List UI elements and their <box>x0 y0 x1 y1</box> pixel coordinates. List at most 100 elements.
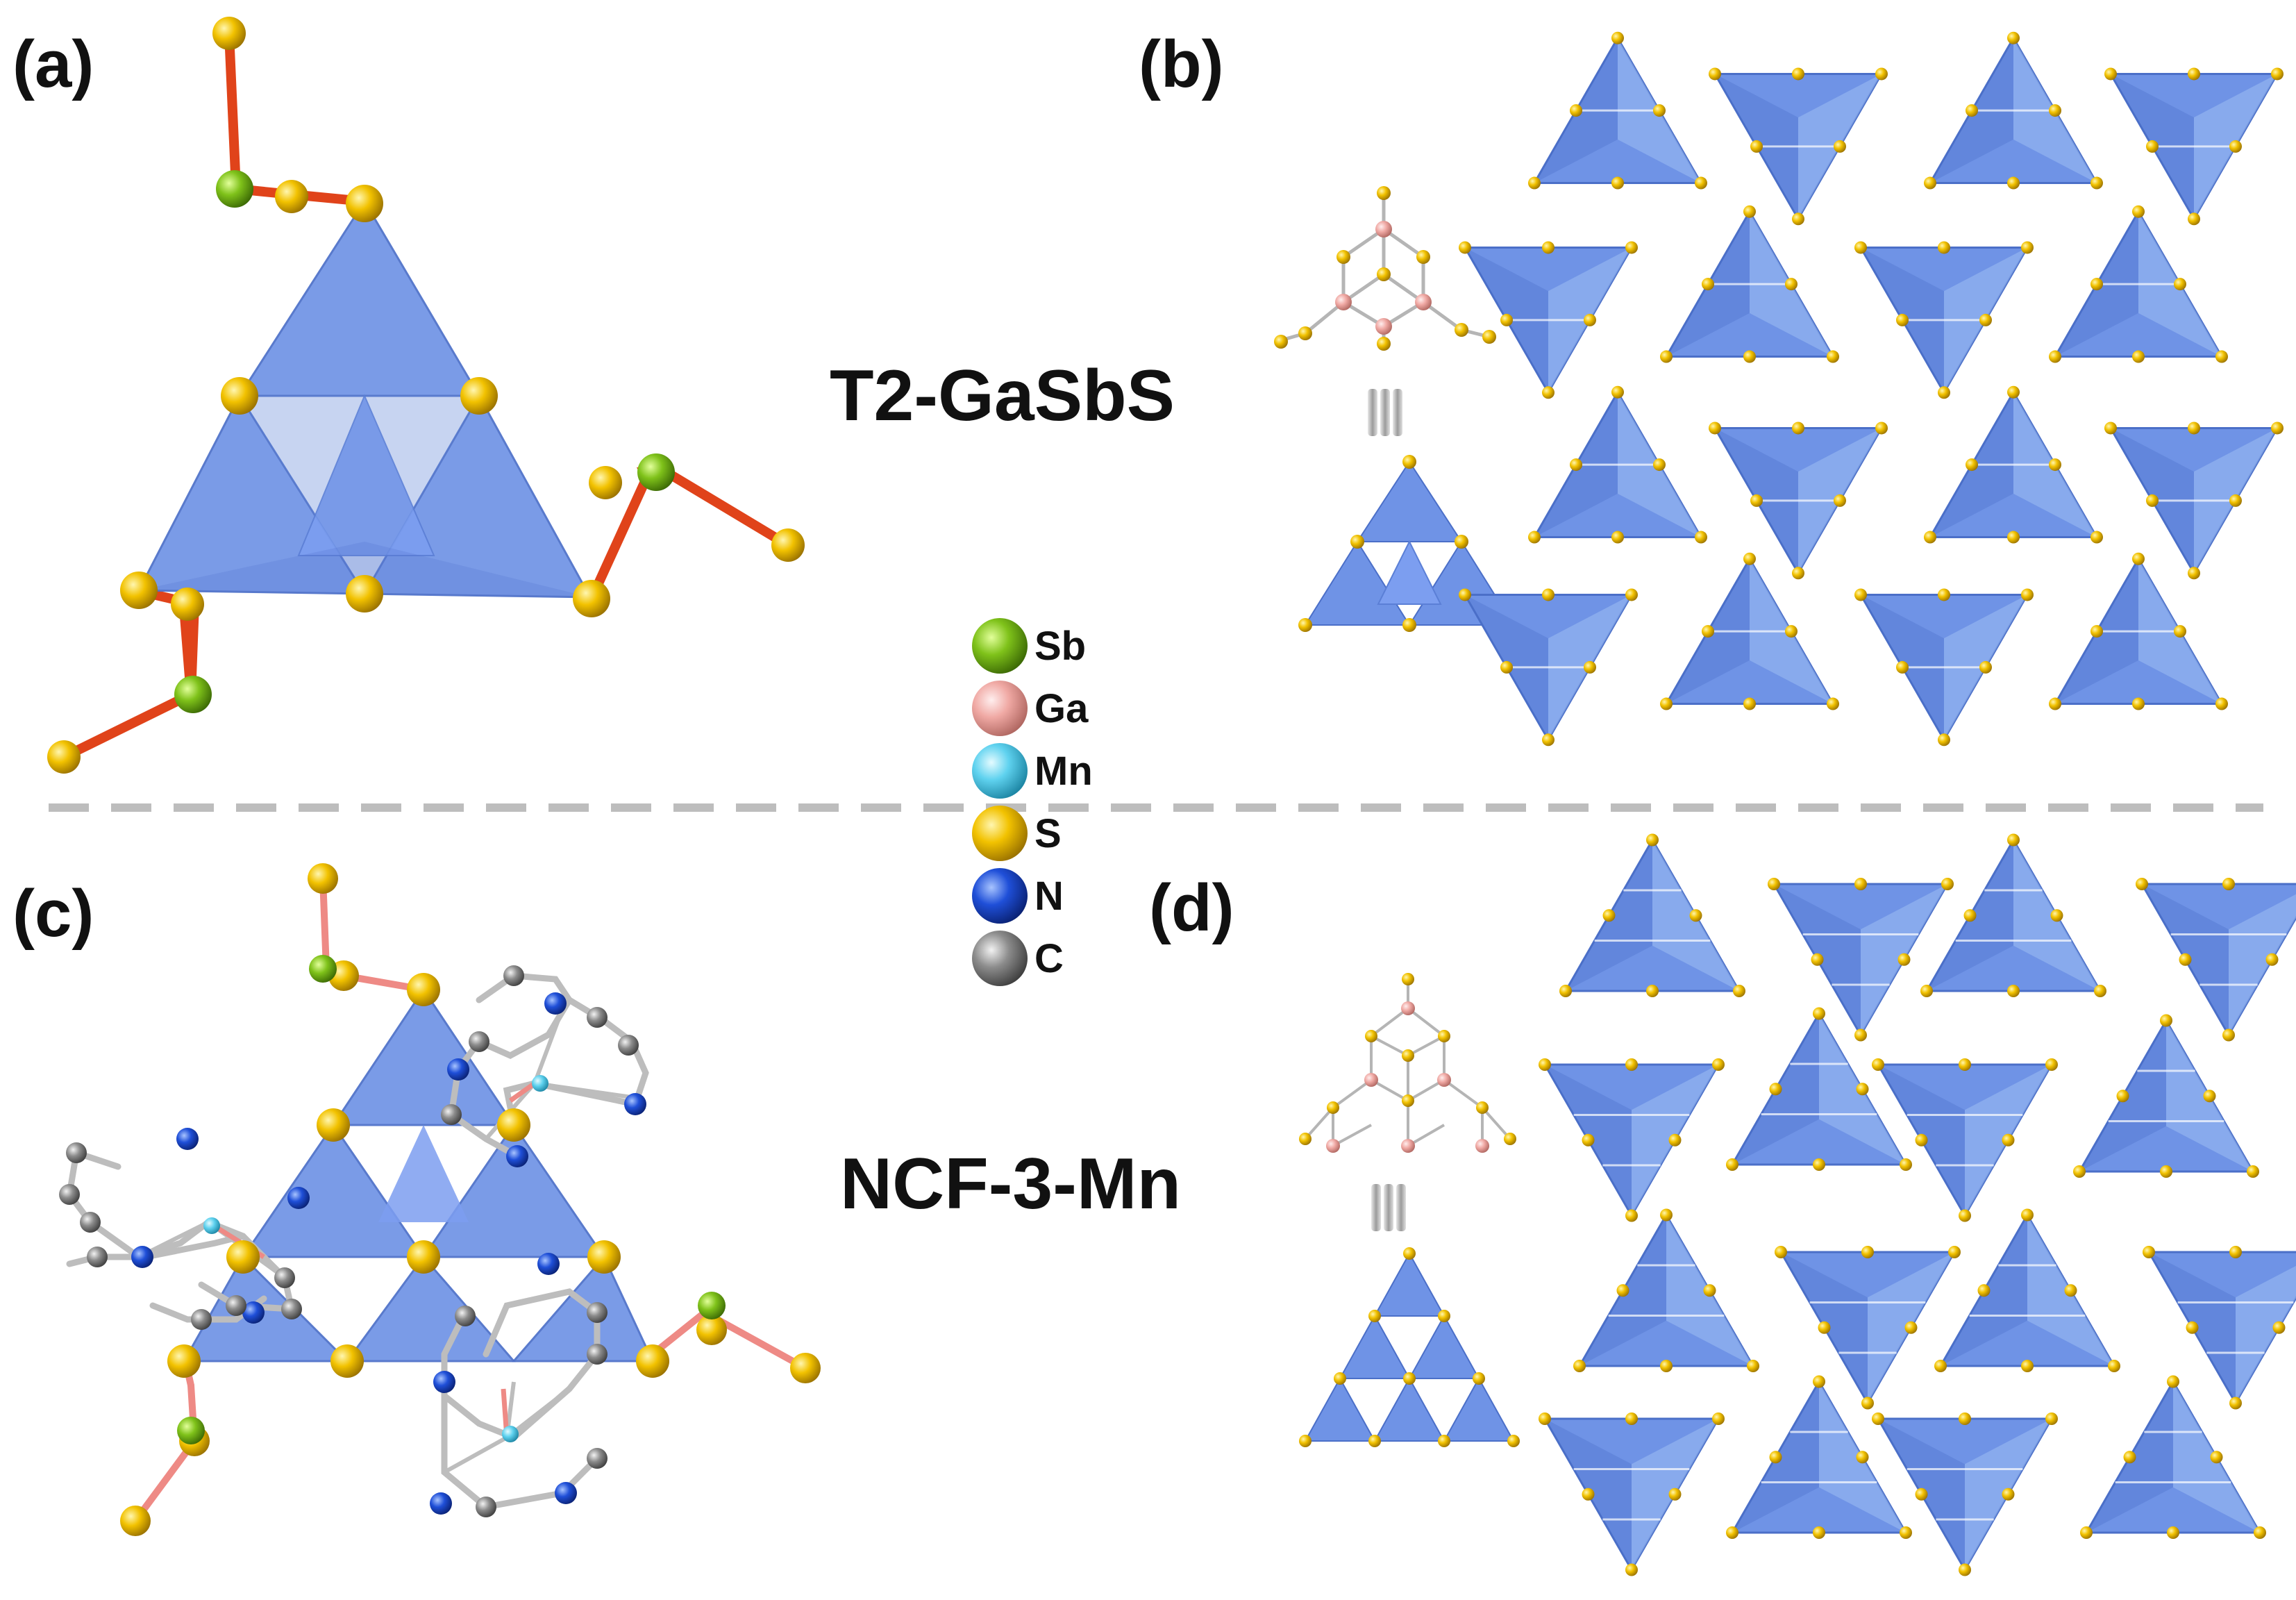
framework-cluster <box>2080 1375 2266 1539</box>
sulfur-atom <box>2002 1488 2015 1501</box>
sulfur-atom <box>2090 625 2103 638</box>
sulfur-atom <box>1625 588 1638 601</box>
legend-label: Sb <box>1034 624 1086 669</box>
sulfur-atom <box>2167 1526 2179 1539</box>
sulfur-atom <box>1769 1083 1782 1096</box>
sulfur-atom <box>1897 953 1911 966</box>
sulfur-atom <box>1689 909 1702 922</box>
sulfur-atom <box>1747 1360 1759 1372</box>
sulfur-atom <box>1768 878 1780 890</box>
legend-item-s: S <box>972 806 1062 861</box>
sulfur-atom <box>1875 422 1888 435</box>
sulfur-atom <box>2247 1165 2259 1178</box>
sulfur-atom <box>2132 350 2145 363</box>
framework-cluster <box>1459 588 1638 747</box>
t3-sulfur-atoms <box>120 863 821 1536</box>
sulfur-atom <box>1695 531 1707 544</box>
framework-cluster <box>1559 833 1745 997</box>
panel-label-a: (a) <box>12 27 94 101</box>
sulfur-atom <box>1646 985 1659 997</box>
sulfur-atom <box>2050 909 2063 922</box>
ncf-3-mn-framework <box>1299 833 2296 1576</box>
framework-cluster <box>1573 1208 1759 1372</box>
legend-label: N <box>1034 874 1064 919</box>
sulfur-atom <box>1856 1451 1869 1464</box>
sulfur-atom <box>1703 1284 1716 1297</box>
sulfur-atom <box>1785 278 1798 291</box>
legend-swatch <box>972 806 1028 861</box>
sulfur-atom <box>1500 313 1513 326</box>
legend-label: Ga <box>1034 686 1089 731</box>
sulfur-atom <box>1695 176 1707 190</box>
framework-cluster <box>2104 422 2284 580</box>
legend-item-sb: Sb <box>972 618 1086 674</box>
sulfur-atom <box>1542 386 1555 399</box>
sulfur-atom <box>1872 1058 1884 1071</box>
legend-item-n: N <box>972 868 1064 924</box>
sulfur-atom <box>1646 833 1659 847</box>
sulfur-atom <box>1854 588 1867 601</box>
sulfur-atom <box>1602 909 1616 922</box>
sulfur-atom <box>1854 1028 1867 1042</box>
sulfur-atom <box>2146 494 2159 507</box>
sulfur-atom <box>2229 140 2242 153</box>
t3-polyhedral-cluster <box>1299 1247 1520 1447</box>
sulfur-atom <box>1726 1158 1738 1171</box>
sulfur-atom <box>2186 1321 2199 1334</box>
framework-cluster <box>1459 241 1638 399</box>
legend-swatch <box>972 618 1028 674</box>
sulfur-atom <box>1584 313 1596 326</box>
sulfur-atom <box>1769 1451 1782 1464</box>
framework-cluster <box>1660 205 1839 363</box>
sulfur-atom <box>1542 241 1555 254</box>
sulfur-atom <box>1792 67 1804 81</box>
sulfur-atom <box>2160 1165 2172 1178</box>
t2-gasbs-framework <box>1274 31 2284 747</box>
sulfur-atom <box>1500 660 1513 674</box>
sulfur-atom <box>1743 697 1756 710</box>
sulfur-atom <box>1653 104 1666 117</box>
sulfur-atom <box>1938 733 1950 747</box>
legend-swatch <box>972 868 1028 924</box>
sulfur-atom <box>1966 458 1978 472</box>
sulfur-atom <box>1900 1158 1912 1171</box>
sulfur-atom <box>2094 985 2106 997</box>
sulfur-atom <box>1900 1526 1912 1539</box>
framework-cluster <box>1775 1246 1961 1410</box>
sulfur-atom <box>2108 1360 2120 1372</box>
sulfur-atom <box>2049 350 2061 363</box>
equivalence-symbol <box>1368 389 1402 436</box>
panel-label-c: (c) <box>12 876 94 951</box>
t3-antimony-atoms <box>177 955 726 1444</box>
sulfur-atom <box>2160 1014 2172 1027</box>
sulfur-atom <box>1959 1058 1971 1071</box>
sulfur-atom <box>1625 1058 1638 1071</box>
sulfur-atom <box>2229 1246 2242 1258</box>
sulfur-atom <box>1542 733 1555 747</box>
sulfur-atom <box>2123 1451 2136 1464</box>
sulfur-atom <box>2188 212 2200 226</box>
framework-cluster <box>2049 205 2228 363</box>
t2-antimony-atoms <box>174 170 675 713</box>
legend-swatch <box>972 681 1028 736</box>
sulfur-atom <box>1582 1488 1595 1501</box>
sulfur-atom <box>2222 878 2235 890</box>
sulfur-atom <box>2215 697 2228 710</box>
sulfur-atom <box>2104 67 2117 81</box>
sulfur-atom <box>1872 1412 1884 1425</box>
sulfur-atom <box>2021 588 2034 601</box>
sulfur-atom <box>1813 1158 1825 1171</box>
sulfur-atom <box>1896 313 1909 326</box>
framework-cluster <box>1539 1412 1725 1576</box>
sulfur-atom <box>2021 1360 2034 1372</box>
framework-cluster <box>1709 422 1888 580</box>
sulfur-atom <box>1559 985 1572 997</box>
framework-cluster <box>1726 1007 1912 1171</box>
sulfur-atom <box>2188 422 2200 435</box>
sulfur-atom <box>1818 1321 1831 1334</box>
sulfur-atom <box>2007 531 2020 544</box>
sulfur-atom <box>1896 660 1909 674</box>
sulfur-atom <box>1611 31 1624 44</box>
